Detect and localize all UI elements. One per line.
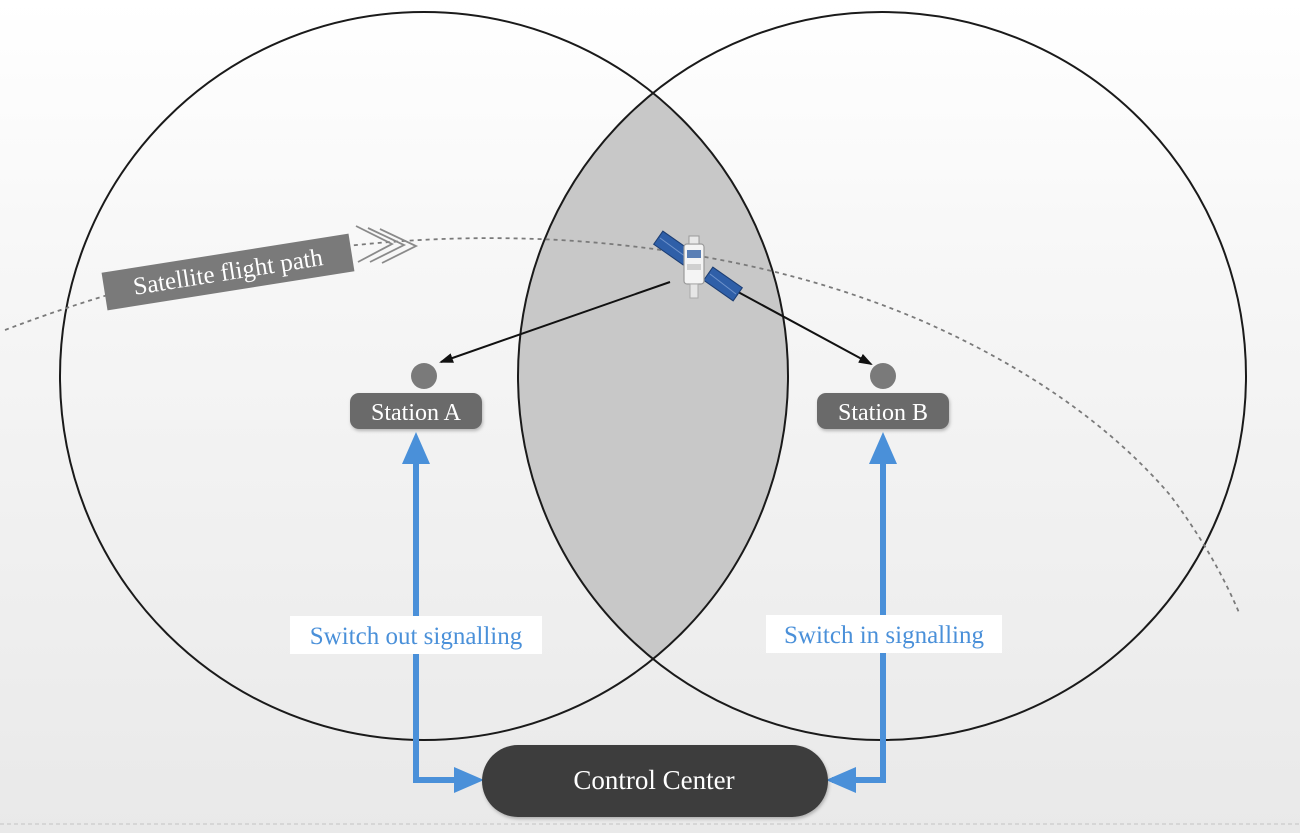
station-a-node <box>411 363 437 389</box>
station-b-node <box>870 363 896 389</box>
downlink-arrow-station-a <box>439 281 671 363</box>
station-b-label-text: Station B <box>838 400 928 426</box>
station-a-coverage-circle <box>59 11 789 741</box>
switch-out-label: Switch out signalling <box>290 616 542 654</box>
chevron-arrows-icon <box>355 225 419 264</box>
station-b-label: Station B <box>817 393 949 429</box>
switch-in-label: Switch in signalling <box>766 615 1002 653</box>
switch-in-connector <box>826 432 897 793</box>
switch-in-label-text: Switch in signalling <box>784 622 985 649</box>
satellite-icon <box>652 230 744 302</box>
switch-out-label-text: Switch out signalling <box>310 623 523 650</box>
switch-out-connector <box>402 432 484 793</box>
control-center-box: Control Center <box>482 745 828 817</box>
station-a-label: Station A <box>350 393 482 429</box>
control-center-label-text: Control Center <box>573 765 734 795</box>
downlink-arrow-station-b <box>715 279 873 365</box>
coverage-overlap-region <box>518 12 788 740</box>
station-a-label-text: Station A <box>371 400 462 426</box>
